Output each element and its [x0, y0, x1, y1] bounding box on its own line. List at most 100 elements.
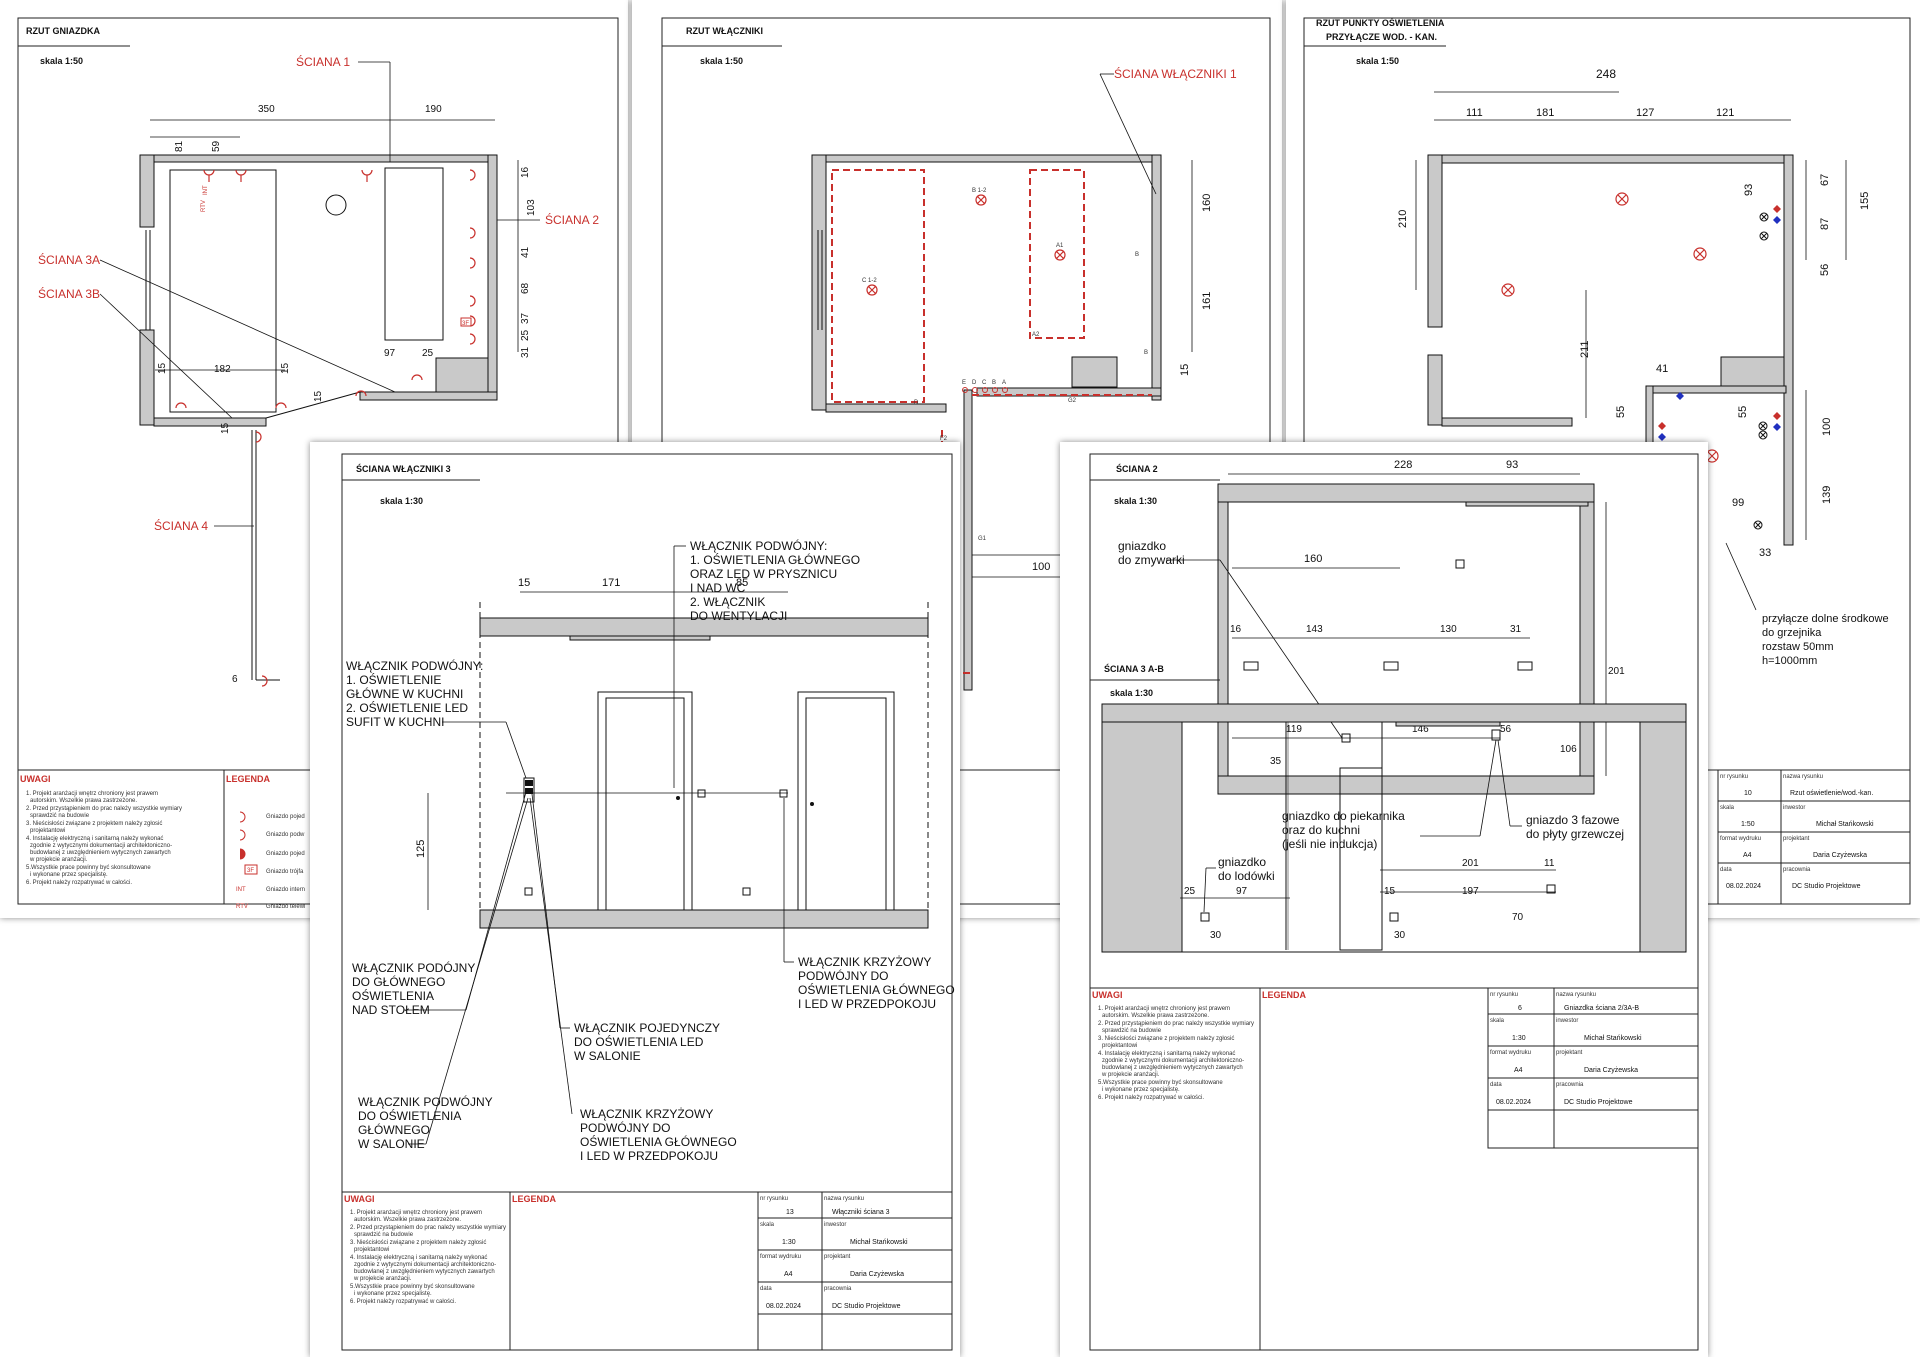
svg-text:Gniazdo pojed: Gniazdo pojed [266, 851, 305, 857]
tb3-nr: 10 [1744, 790, 1752, 797]
dim-211: 211 [1579, 340, 1591, 358]
svg-text:nr rysunku: nr rysunku [760, 1196, 788, 1202]
dim-130: 130 [1440, 624, 1457, 635]
svg-text:2. Przed przystąpieniem do pra: 2. Przed przystąpieniem do prac należy w… [1098, 1021, 1254, 1027]
point-b: B [1135, 252, 1139, 258]
dim-127: 127 [1636, 107, 1654, 119]
svg-text:w projekcie aranżacji.: w projekcie aranżacji. [353, 1276, 412, 1282]
svg-text:PODWÓJNY DO: PODWÓJNY DO [580, 1120, 670, 1135]
svg-text:4. Instalację elektryczną i sa: 4. Instalację elektryczną i sanitarną na… [1098, 1051, 1235, 1057]
svg-text:2. Przed przystąpieniem do pra: 2. Przed przystąpieniem do prac należy w… [26, 806, 182, 812]
svg-text:W SALONIE: W SALONIE [358, 1137, 425, 1151]
wall3ab-elevation [1101, 703, 1687, 953]
dim-228: 228 [1394, 459, 1412, 471]
dim-35: 35 [1270, 756, 1282, 767]
dim-30b: 30 [1394, 930, 1406, 941]
callout-c: WŁĄCZNIK PODWÓJNY DO OŚWIETLENIA GŁÓWNEG… [358, 797, 529, 1151]
sheet5-title-block: nr rysunku 6 nazwa rysunku Gniazdka ścia… [1487, 987, 1699, 1149]
dim-33: 33 [1759, 547, 1771, 559]
callout-d: WŁĄCZNIK KRZYŻOWY PODWÓJNY DO OŚWIETLENI… [529, 797, 737, 1163]
dim-37: 37 [520, 312, 531, 324]
sheet1-legenda-title: LEGENDA [226, 774, 271, 784]
callout-top: WŁĄCZNIK PODWÓJNY: 1. OŚWIETLENIA GŁÓWNE… [673, 538, 860, 788]
sheet1-walls [139, 154, 498, 427]
svg-text:GŁÓWNEGO: GŁÓWNEGO [358, 1122, 430, 1137]
label-sciana-2: ŚCIANA 2 [545, 212, 599, 227]
svg-text:do zmywarki: do zmywarki [1118, 553, 1185, 567]
svg-text:format wydruku: format wydruku [1720, 836, 1761, 842]
svg-text:zgodnie z wytycznymi dokumenta: zgodnie z wytycznymi dokumentacji archit… [354, 1262, 496, 1268]
svg-text:budowlanej z uwzględnieniem wy: budowlanej z uwzględnieniem wytycznych z… [30, 850, 171, 856]
sheet4-uwagi-list: 1. Projekt aranżacji wnętrz chroniony je… [350, 1210, 506, 1305]
label-sciana-3a: ŚCIANA 3A [38, 252, 100, 267]
svg-text:6. Projekt należy rozpatrywać: 6. Projekt należy rozpatrywać w całości. [1098, 1095, 1204, 1101]
svg-text:zgodnie z wytycznymi dokumenta: zgodnie z wytycznymi dokumentacji archit… [1102, 1058, 1244, 1064]
svg-text:4. Instalację elektryczną i sa: 4. Instalację elektryczną i sanitarną na… [350, 1255, 487, 1261]
svg-text:Gniazdo podw: Gniazdo podw [266, 832, 305, 838]
svg-text:2. OŚWIETLENIE LED: 2. OŚWIETLENIE LED [346, 700, 468, 715]
dim-350: 350 [258, 104, 275, 115]
switch-c: C [982, 380, 987, 386]
note-przylacze-1: przyłącze dolne środkowe [1762, 613, 1889, 625]
svg-text:inwestor: inwestor [824, 1222, 846, 1228]
svg-text:do lodówki: do lodówki [1218, 869, 1275, 883]
sheet1-uwagi-title: UWAGI [20, 774, 51, 784]
dim-16: 16 [520, 166, 531, 178]
svg-text:gniazdo 3 fazowe: gniazdo 3 fazowe [1526, 813, 1620, 827]
sheet1-legend: Gniazdo pojed Gniazdo podw Gniazdo pojed… [236, 811, 305, 910]
sheet3-water-points [1753, 212, 1769, 530]
svg-text:PODWÓJNY DO: PODWÓJNY DO [798, 968, 888, 983]
svg-text:skala: skala [1720, 805, 1735, 811]
svg-text:projektantowi: projektantowi [354, 1247, 389, 1253]
svg-text:projektant: projektant [1783, 836, 1810, 842]
svg-text:6. Projekt należy rozpatrywać: 6. Projekt należy rozpatrywać w całości. [26, 880, 132, 886]
svg-text:skala: skala [760, 1222, 775, 1228]
label-sciana-wlaczniki-1: ŚCIANA WŁĄCZNIKI 1 [1114, 66, 1237, 81]
dim-87: 87 [1819, 218, 1831, 230]
sheet2-walls [811, 154, 1162, 691]
svg-text:3F: 3F [247, 868, 254, 874]
svg-text:w projekcie aranżacji.: w projekcie aranżacji. [1101, 1072, 1160, 1078]
note-przylacze-3: rozstaw 50mm [1762, 641, 1834, 653]
dim-119: 119 [1286, 724, 1302, 735]
svg-text:WŁĄCZNIK POJEDYNCZY: WŁĄCZNIK POJEDYNCZY [574, 1021, 720, 1035]
sheet4-legenda-title: LEGENDA [512, 1194, 557, 1204]
switch-e: E [962, 380, 966, 386]
tb4-name: Włączniki ściana 3 [832, 1209, 890, 1216]
sheet3-title-block: nr rysunku 10 nazwa rysunku Rzut oświetl… [1304, 769, 1911, 905]
svg-text:gniazdko: gniazdko [1118, 539, 1166, 553]
sheet4-scale: skala 1:30 [380, 496, 423, 506]
svg-text:autorskim. Wszelkie prawa zast: autorskim. Wszelkie prawa zastrzeżone. [1102, 1013, 1209, 1019]
dim-56: 56 [1500, 724, 1512, 735]
dim-55a: 55 [1615, 406, 1627, 418]
sheet4-drawing: ŚCIANA WŁĄCZNIKI 3 skala 1:30 15 171 85 … [341, 453, 955, 1351]
dim-97: 97 [384, 348, 396, 359]
tb5-date: 08.02.2024 [1496, 1099, 1531, 1106]
tb4-scale: 1:30 [782, 1239, 796, 1246]
svg-text:skala: skala [1490, 1018, 1505, 1024]
sheet-sciana-2-3ab: ŚCIANA 2 skala 1:30 228 93 160 16 143 13… [1060, 442, 1708, 1357]
dim-171: 171 [602, 577, 620, 589]
point-a1: A1 [1056, 243, 1064, 249]
point-f2: F2 [940, 436, 948, 442]
tb4-format: A4 [784, 1271, 793, 1278]
svg-text:3. Nieścisłości związane z pro: 3. Nieścisłości związane z projektem nal… [26, 821, 162, 827]
dim-190: 190 [425, 104, 442, 115]
sheet5-scale-2: skala 1:30 [1110, 688, 1153, 698]
svg-text:RTV: RTV [236, 904, 248, 910]
wall3ab-dim-lines [1180, 869, 1556, 899]
svg-text:5.Wszystkie prace powinny być: 5.Wszystkie prace powinny być skonsultow… [1098, 1080, 1223, 1086]
svg-text:DO OŚWIETLENIA: DO OŚWIETLENIA [358, 1108, 461, 1123]
point-b12: B 1-2 [972, 188, 987, 194]
svg-text:W SALONIE: W SALONIE [574, 1049, 641, 1063]
svg-text:zgodnie z wytycznymi dokumenta: zgodnie z wytycznymi dokumentacji archit… [30, 843, 172, 849]
sheet1-socket-symbols [175, 169, 476, 687]
tb4-studio: DC Studio Projektowe [832, 1303, 901, 1310]
sheet2-switch-row [962, 387, 1008, 393]
dim-15c: 15 [313, 390, 324, 402]
tb3-format: A4 [1743, 852, 1752, 859]
sheet5-uwagi-list: 1. Projekt aranżacji wnętrz chroniony je… [1098, 1006, 1254, 1101]
dim-201b: 201 [1462, 858, 1479, 869]
dim-11: 11 [1544, 858, 1555, 869]
tb4-nr: 13 [786, 1209, 794, 1216]
